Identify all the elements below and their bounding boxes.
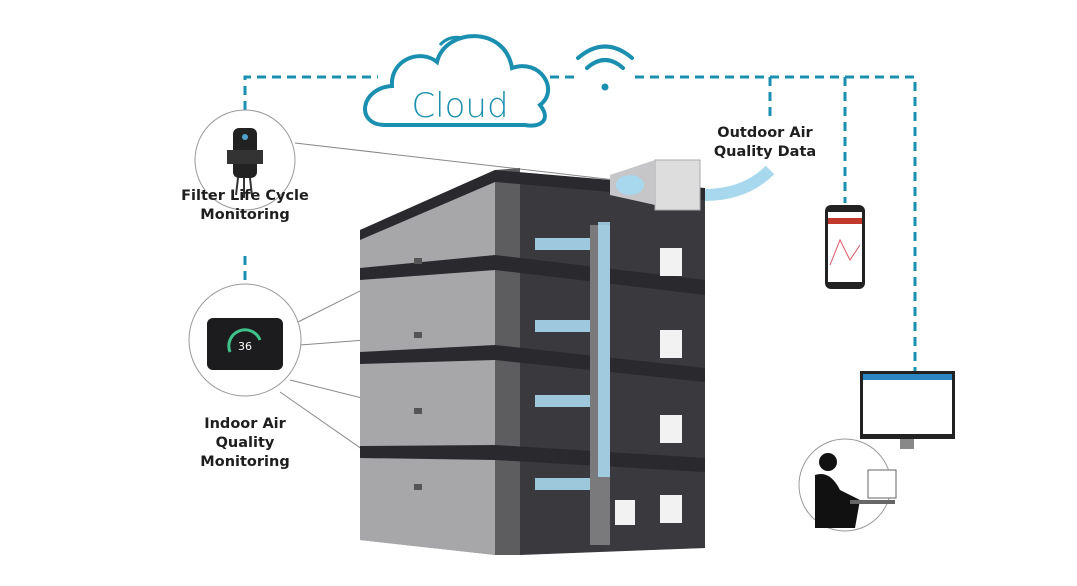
indoor-label-line: Monitoring bbox=[200, 454, 290, 470]
wifi-icon bbox=[576, 44, 634, 91]
cloud-label: Cloud bbox=[411, 86, 509, 126]
thermostat-reading: 36 bbox=[238, 340, 252, 353]
indoor-label-line: Quality bbox=[215, 435, 275, 451]
outdoor-airflow-arrow bbox=[704, 165, 775, 201]
indoor-air-monitor-device bbox=[188, 283, 302, 397]
analyst-workstation bbox=[798, 438, 897, 532]
filter-label-line: Filter Life Cycle bbox=[181, 188, 309, 204]
building-illustration bbox=[360, 159, 775, 555]
outdoor-label: Outdoor Air Quality Data bbox=[690, 124, 840, 162]
outdoor-label-line: Quality Data bbox=[713, 144, 817, 160]
connection-lines bbox=[243, 75, 917, 372]
filter-sensor-device bbox=[194, 109, 296, 211]
desktop-monitor bbox=[860, 371, 955, 449]
filter-label-line: Monitoring bbox=[200, 207, 290, 223]
indoor-label: Indoor Air Quality Monitoring bbox=[165, 415, 325, 472]
smartphone-device bbox=[825, 205, 865, 289]
filter-label: Filter Life Cycle Monitoring bbox=[155, 187, 335, 225]
indoor-label-line: Indoor Air bbox=[204, 416, 286, 432]
cloud-icon bbox=[363, 34, 551, 128]
cloud-highlight bbox=[438, 35, 463, 47]
outdoor-label-line: Outdoor Air bbox=[717, 125, 813, 141]
